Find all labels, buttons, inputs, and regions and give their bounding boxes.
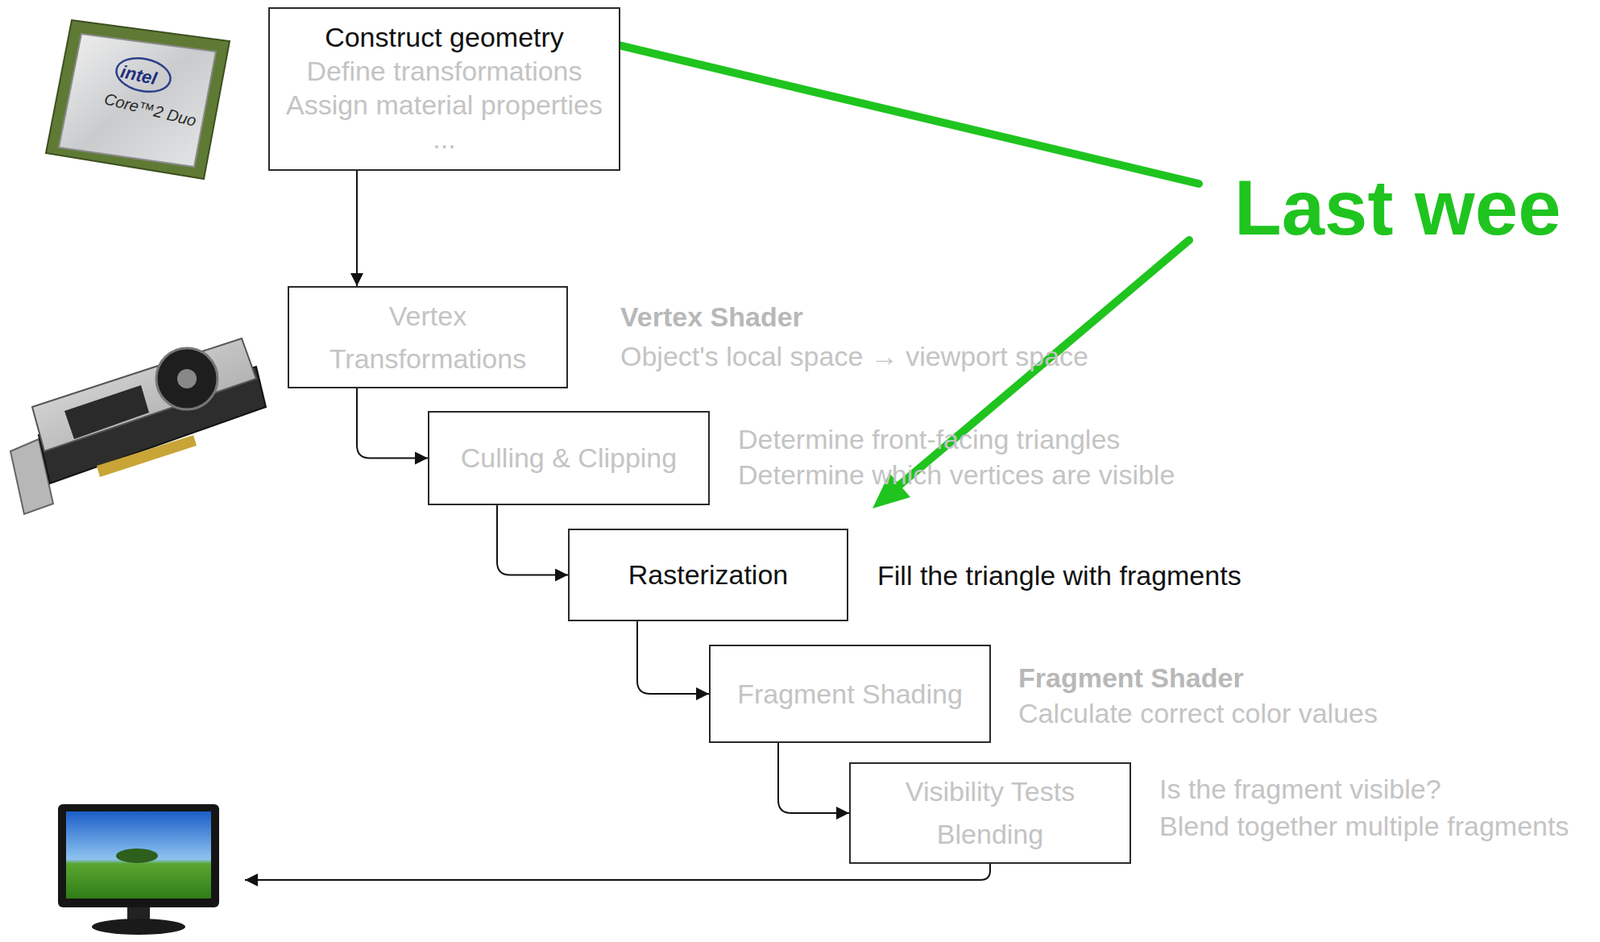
gpu-shroud <box>32 338 257 452</box>
process-box: Construct geometryDefine transformations… <box>268 7 621 171</box>
box-title: Vertex Transformations <box>319 294 537 380</box>
process-box: Vertex Transformations <box>287 286 568 389</box>
stage-description: Determine front-facing triangles <box>737 425 1120 453</box>
flow-connector <box>637 621 709 694</box>
box-title: Construct geometry <box>324 20 564 54</box>
stage-description: Fill the triangle with fragments <box>877 561 1242 589</box>
gpu-window <box>64 385 150 440</box>
stage-description: Calculate correct color values <box>1018 699 1378 727</box>
process-box: Visibility Tests Blending <box>849 762 1132 864</box>
flow-connector <box>356 170 358 287</box>
cpu-lid <box>58 33 216 167</box>
monitor-screen <box>66 811 212 899</box>
monitor-tree <box>116 848 158 863</box>
box-title: Fragment Shading <box>737 672 963 716</box>
chip-logo: intel <box>119 62 159 88</box>
stage-description: Determine which vertices are visible <box>737 460 1175 489</box>
callout-arrow-line <box>608 42 1199 184</box>
box-line: Assign material properties <box>286 87 603 122</box>
monitor <box>58 804 220 935</box>
box-title: Visibility Tests Blending <box>881 770 1099 855</box>
output-connector <box>244 863 991 880</box>
gpu-fan <box>156 348 218 410</box>
flow-connector <box>497 505 568 576</box>
stage-name: Fragment Shader <box>1018 663 1244 692</box>
process-box: Culling & Clipping <box>427 410 710 506</box>
gpu-connector <box>96 435 197 477</box>
cpu-chip <box>45 20 230 179</box>
callout-text: Last wee <box>1234 169 1562 247</box>
flow-connector <box>778 742 850 813</box>
gpu-card <box>10 338 266 514</box>
stage-description: Object's local space → viewport space <box>620 342 1089 370</box>
monitor-bezel <box>58 804 220 908</box>
process-box: Rasterization <box>567 528 849 622</box>
box-line: Define transformations <box>306 53 582 88</box>
box-line: ... <box>432 121 456 156</box>
stage-description: Blend together multiple fragments <box>1159 812 1569 840</box>
box-title: Rasterization <box>628 553 788 597</box>
monitor-base <box>91 918 186 935</box>
gpu-fan-hub <box>177 368 197 389</box>
cpu-board <box>45 20 230 179</box>
cpu-logo-ring <box>113 53 175 96</box>
flow-connector <box>356 388 428 459</box>
chip-model: Core™2 Duo <box>103 90 199 129</box>
box-title: Culling & Clipping <box>460 436 677 480</box>
stage-name: Vertex Shader <box>620 302 804 331</box>
process-box: Fragment Shading <box>708 644 991 743</box>
stage-description: Is the fragment visible? <box>1159 775 1442 803</box>
